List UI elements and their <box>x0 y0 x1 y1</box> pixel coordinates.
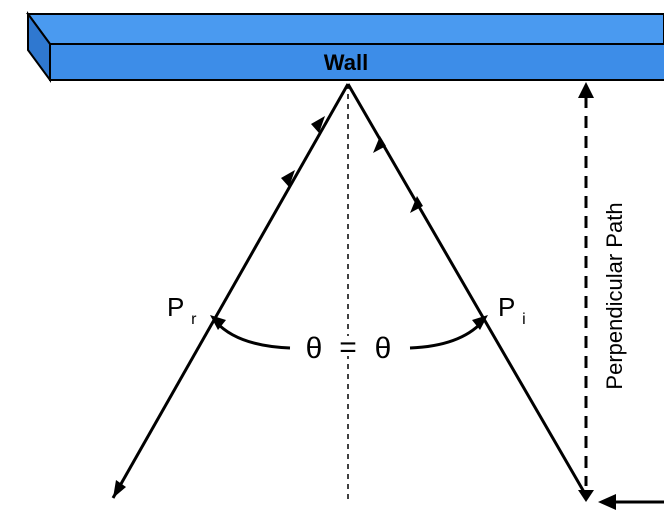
incident-ray <box>346 83 586 493</box>
incoming-arrow-head <box>598 494 616 510</box>
incident-arrow-2 <box>373 136 386 153</box>
incident-path <box>346 83 586 493</box>
incident-arrow-1 <box>410 196 423 213</box>
reflected-path <box>111 83 350 499</box>
equals-mask <box>338 336 358 356</box>
angle-arcs <box>210 315 488 350</box>
reflected-arrow-1 <box>311 116 325 133</box>
perpendicular-arrow-top <box>578 82 594 98</box>
wall: Wall <box>26 10 664 84</box>
incident-origin-arrow <box>578 490 594 502</box>
incident-label-main: P <box>498 292 515 322</box>
left-angle-arc <box>214 320 291 350</box>
incident-label-sub: i <box>522 311 526 328</box>
wall-front-face <box>49 43 664 81</box>
reflected-label: P r <box>167 292 197 328</box>
right-angle-arc <box>409 320 484 350</box>
left-angle-arrow <box>210 315 226 330</box>
perpendicular-path: Perpendicular Path <box>578 82 627 486</box>
equals-label: = <box>339 331 357 364</box>
reflected-label-sub: r <box>191 311 197 328</box>
incident-label: P i <box>498 292 526 328</box>
reflected-arrow-2 <box>281 170 295 187</box>
theta-right-label: θ <box>375 332 392 365</box>
reflected-arrow-3 <box>113 480 126 498</box>
incoming-arrow <box>578 490 664 510</box>
wall-label: Wall <box>324 50 368 75</box>
right-angle-arrow <box>472 315 488 330</box>
reflected-label-main: P <box>167 292 184 322</box>
theta-left-label: θ <box>306 332 323 365</box>
wall-top-face <box>26 13 664 45</box>
perpendicular-label: Perpendicular Path <box>602 202 627 389</box>
reflected-ray <box>111 83 350 499</box>
